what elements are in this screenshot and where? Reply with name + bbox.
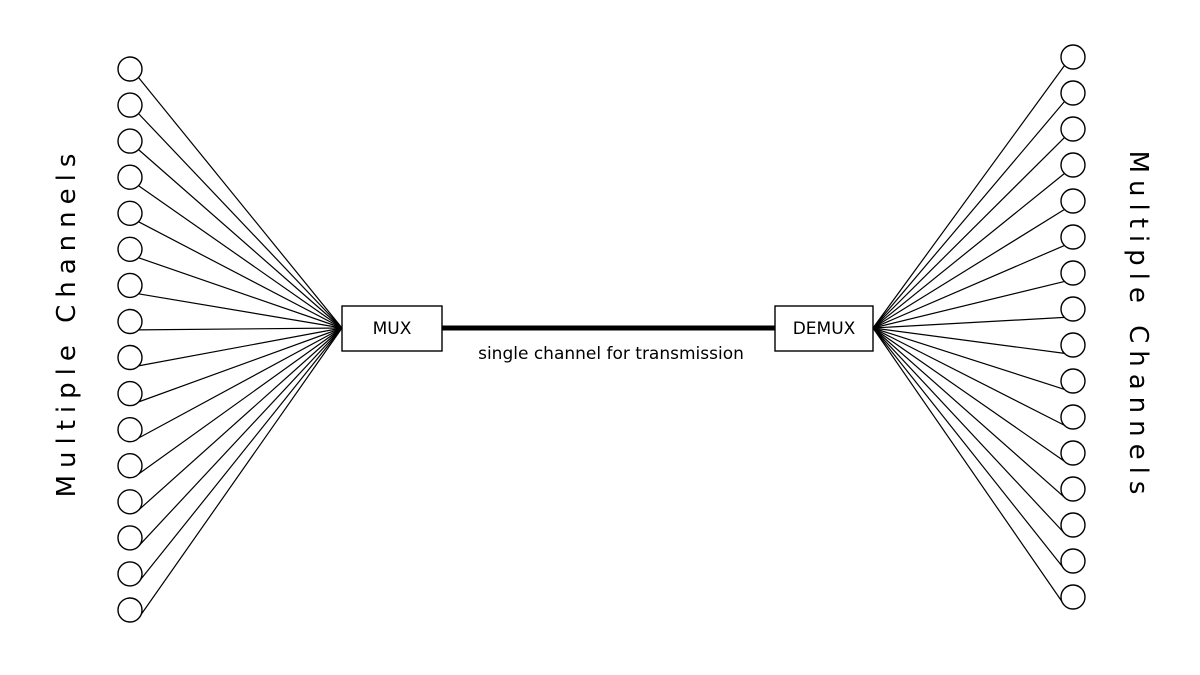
right-channel-wire <box>872 327 1065 498</box>
right-channel-wire <box>872 208 1065 329</box>
right-channel-wire <box>872 327 1065 390</box>
demux-label: DEMUX <box>793 319 856 339</box>
right-channel-wire <box>872 172 1065 329</box>
right-channel-node <box>1060 80 1086 106</box>
right-channel-node <box>1060 548 1086 574</box>
left-channel-wire <box>138 327 343 475</box>
right-channel-node <box>1060 296 1086 322</box>
right-channel-wire <box>872 327 1065 462</box>
right-channel-wire <box>872 327 1065 354</box>
mux-label: MUX <box>373 319 412 339</box>
right-channel-node <box>1060 152 1086 178</box>
right-channel-node <box>1060 584 1086 610</box>
left-channel-wires <box>137 77 343 619</box>
mux-box <box>341 305 443 352</box>
right-channel-wire <box>872 244 1065 329</box>
right-channel-node <box>1060 188 1086 214</box>
right-channel-wire <box>872 101 1066 329</box>
left-channel-wire <box>138 185 343 329</box>
left-channel-node <box>117 489 143 515</box>
left-channel-node <box>117 128 143 154</box>
left-channel-node <box>117 200 143 227</box>
right-channel-node <box>1060 404 1086 430</box>
left-channel-wire <box>137 77 343 329</box>
left-channel-node <box>117 380 143 407</box>
right-channel-wire <box>872 316 1065 329</box>
right-channels-label: Multiple Channels <box>1123 151 1153 502</box>
right-channel-wires <box>872 65 1066 606</box>
left-channel-wire <box>137 327 343 547</box>
right-channel-node <box>1060 368 1086 394</box>
left-channel-node <box>117 561 143 587</box>
right-channel-node <box>1060 224 1086 250</box>
left-channel-wire <box>138 327 343 403</box>
left-channel-wire <box>138 221 343 329</box>
right-channel-nodes <box>1060 44 1086 610</box>
left-channel-node <box>117 308 143 335</box>
left-channel-nodes <box>117 56 143 623</box>
left-channel-node <box>117 56 143 82</box>
left-channels-label: Multiple Channels <box>52 147 82 498</box>
left-channel-wire <box>138 327 343 367</box>
demux-block: DEMUX <box>774 305 874 352</box>
right-channel-wire <box>872 280 1065 329</box>
right-channel-node <box>1060 260 1086 286</box>
left-channel-node <box>117 164 143 190</box>
left-channel-node <box>117 417 143 443</box>
mux-block: MUX <box>341 305 443 352</box>
right-channel-wire <box>872 327 1065 426</box>
right-channel-wire <box>872 65 1066 329</box>
right-channel-wire <box>872 327 1066 570</box>
right-channel-node <box>1060 332 1086 358</box>
left-channel-node <box>117 344 143 371</box>
left-channel-node <box>117 272 143 299</box>
left-channel-node <box>117 597 143 623</box>
right-channel-wire <box>872 327 1066 606</box>
left-channel-wire <box>138 149 343 329</box>
left-channel-wire <box>138 327 343 331</box>
left-channel-node <box>117 525 143 551</box>
right-channel-wire <box>872 327 1066 534</box>
right-channel-node <box>1060 116 1086 142</box>
demux-box <box>774 305 874 352</box>
left-channel-node <box>117 236 143 263</box>
left-channel-wire <box>137 113 343 329</box>
transmission-channel-label: single channel for transmission <box>478 344 744 364</box>
left-channel-wire <box>138 257 343 329</box>
right-channel-node <box>1060 440 1086 466</box>
right-channel-node <box>1060 476 1086 502</box>
left-channel-wire <box>137 327 343 511</box>
left-channel-wire <box>137 327 343 619</box>
left-channel-wire <box>138 327 343 439</box>
left-channel-node <box>117 92 143 118</box>
right-channel-node <box>1060 44 1086 70</box>
left-channel-wire <box>138 293 343 329</box>
left-channel-node <box>117 453 143 479</box>
right-channel-wire <box>872 136 1066 329</box>
left-channel-wire <box>137 327 343 583</box>
right-channel-node <box>1060 512 1086 538</box>
